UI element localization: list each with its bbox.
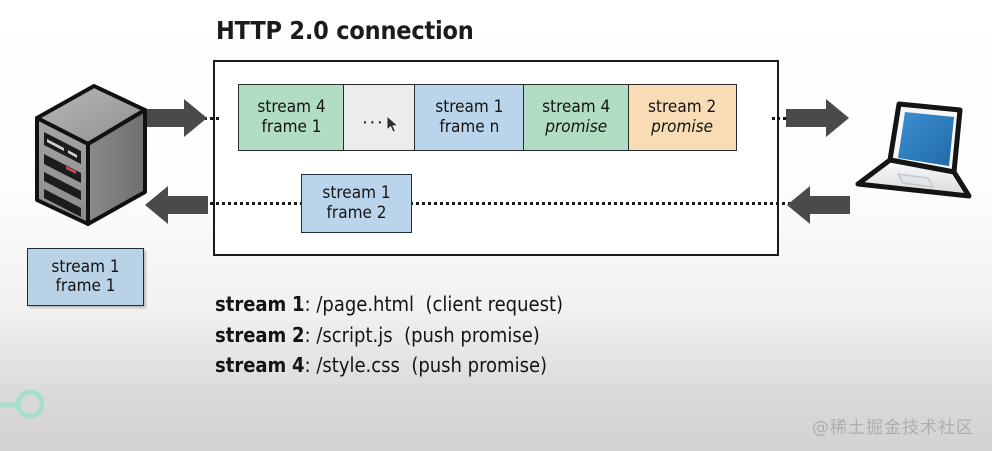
frame-row-downstream: stream 1 frame 2 bbox=[301, 174, 412, 233]
frame-line1: stream 4 bbox=[542, 97, 611, 118]
frame-line1: stream 4 bbox=[257, 97, 326, 118]
frame-box-stream2-promise[interactable]: stream 2 promise bbox=[627, 84, 737, 151]
frame-box-stream4-promise[interactable]: stream 4 promise bbox=[523, 84, 630, 151]
frame-box-stream1-framen[interactable]: stream 1 frame n bbox=[413, 84, 525, 151]
legend-number: 2 bbox=[292, 322, 305, 347]
legend-note: (client request) bbox=[425, 292, 564, 316]
legend-path: : /style.css bbox=[304, 353, 400, 378]
arrow-left-icon bbox=[787, 186, 850, 224]
frame-line1: stream 1 bbox=[322, 183, 391, 204]
frame-line2: promise bbox=[545, 116, 608, 137]
frame-box-ellipsis[interactable]: ··· bbox=[343, 84, 416, 151]
legend-number: 1 bbox=[292, 292, 305, 316]
arrow-right-icon bbox=[144, 99, 207, 137]
frame-box-standalone-stream1-frame1[interactable]: stream 1 frame 1 bbox=[27, 248, 144, 306]
watermark: @稀土掘金技术社区 bbox=[812, 418, 974, 438]
frame-line1: stream 2 bbox=[648, 97, 717, 118]
arrow-right-icon bbox=[786, 99, 849, 137]
mouse-pointer-icon bbox=[386, 115, 400, 133]
legend-row: stream 4: /style.css (push promise) bbox=[215, 350, 563, 381]
dotted-connector-top-left bbox=[197, 117, 219, 120]
frame-box-stream1-frame2[interactable]: stream 1 frame 2 bbox=[301, 174, 412, 233]
legend: stream 1: /page.html (client request) st… bbox=[215, 289, 563, 381]
frame-row-upstream: stream 4 frame 1 ··· stream 1 frame n st… bbox=[238, 84, 737, 151]
dotted-connector-bottom-right bbox=[409, 202, 799, 205]
legend-label: stream bbox=[215, 353, 287, 378]
arrow-left-icon bbox=[145, 186, 208, 224]
laptop-icon bbox=[855, 101, 972, 199]
frame-line2: frame 1 bbox=[261, 116, 322, 137]
legend-number: 4 bbox=[292, 353, 305, 378]
dotted-connector-top-right bbox=[772, 117, 798, 120]
dotted-connector-bottom-left bbox=[197, 202, 303, 205]
legend-row: stream 1: /page.html (client request) bbox=[215, 289, 563, 320]
frame-box-stream4-frame1[interactable]: stream 4 frame 1 bbox=[238, 84, 345, 151]
legend-note: (push promise) bbox=[411, 353, 548, 378]
ellipsis-label: ··· bbox=[362, 112, 385, 134]
frame-line2: frame 2 bbox=[326, 202, 387, 223]
page-title: HTTP 2.0 connection bbox=[216, 16, 474, 45]
legend-path: : /page.html bbox=[304, 292, 415, 316]
frame-line1: stream 1 bbox=[435, 97, 504, 118]
frame-line2: frame n bbox=[439, 116, 500, 137]
legend-label: stream bbox=[215, 292, 287, 316]
frame-line2: frame 1 bbox=[55, 276, 116, 296]
legend-row: stream 2: /script.js (push promise) bbox=[215, 320, 563, 351]
frame-line1: stream 1 bbox=[51, 256, 120, 277]
circle-handle-icon bbox=[0, 389, 45, 419]
legend-note: (push promise) bbox=[404, 322, 540, 347]
legend-path: : /script.js bbox=[304, 322, 393, 347]
legend-label: stream bbox=[215, 322, 287, 347]
frame-line2: promise bbox=[651, 116, 714, 137]
server-tower-icon bbox=[35, 84, 147, 226]
